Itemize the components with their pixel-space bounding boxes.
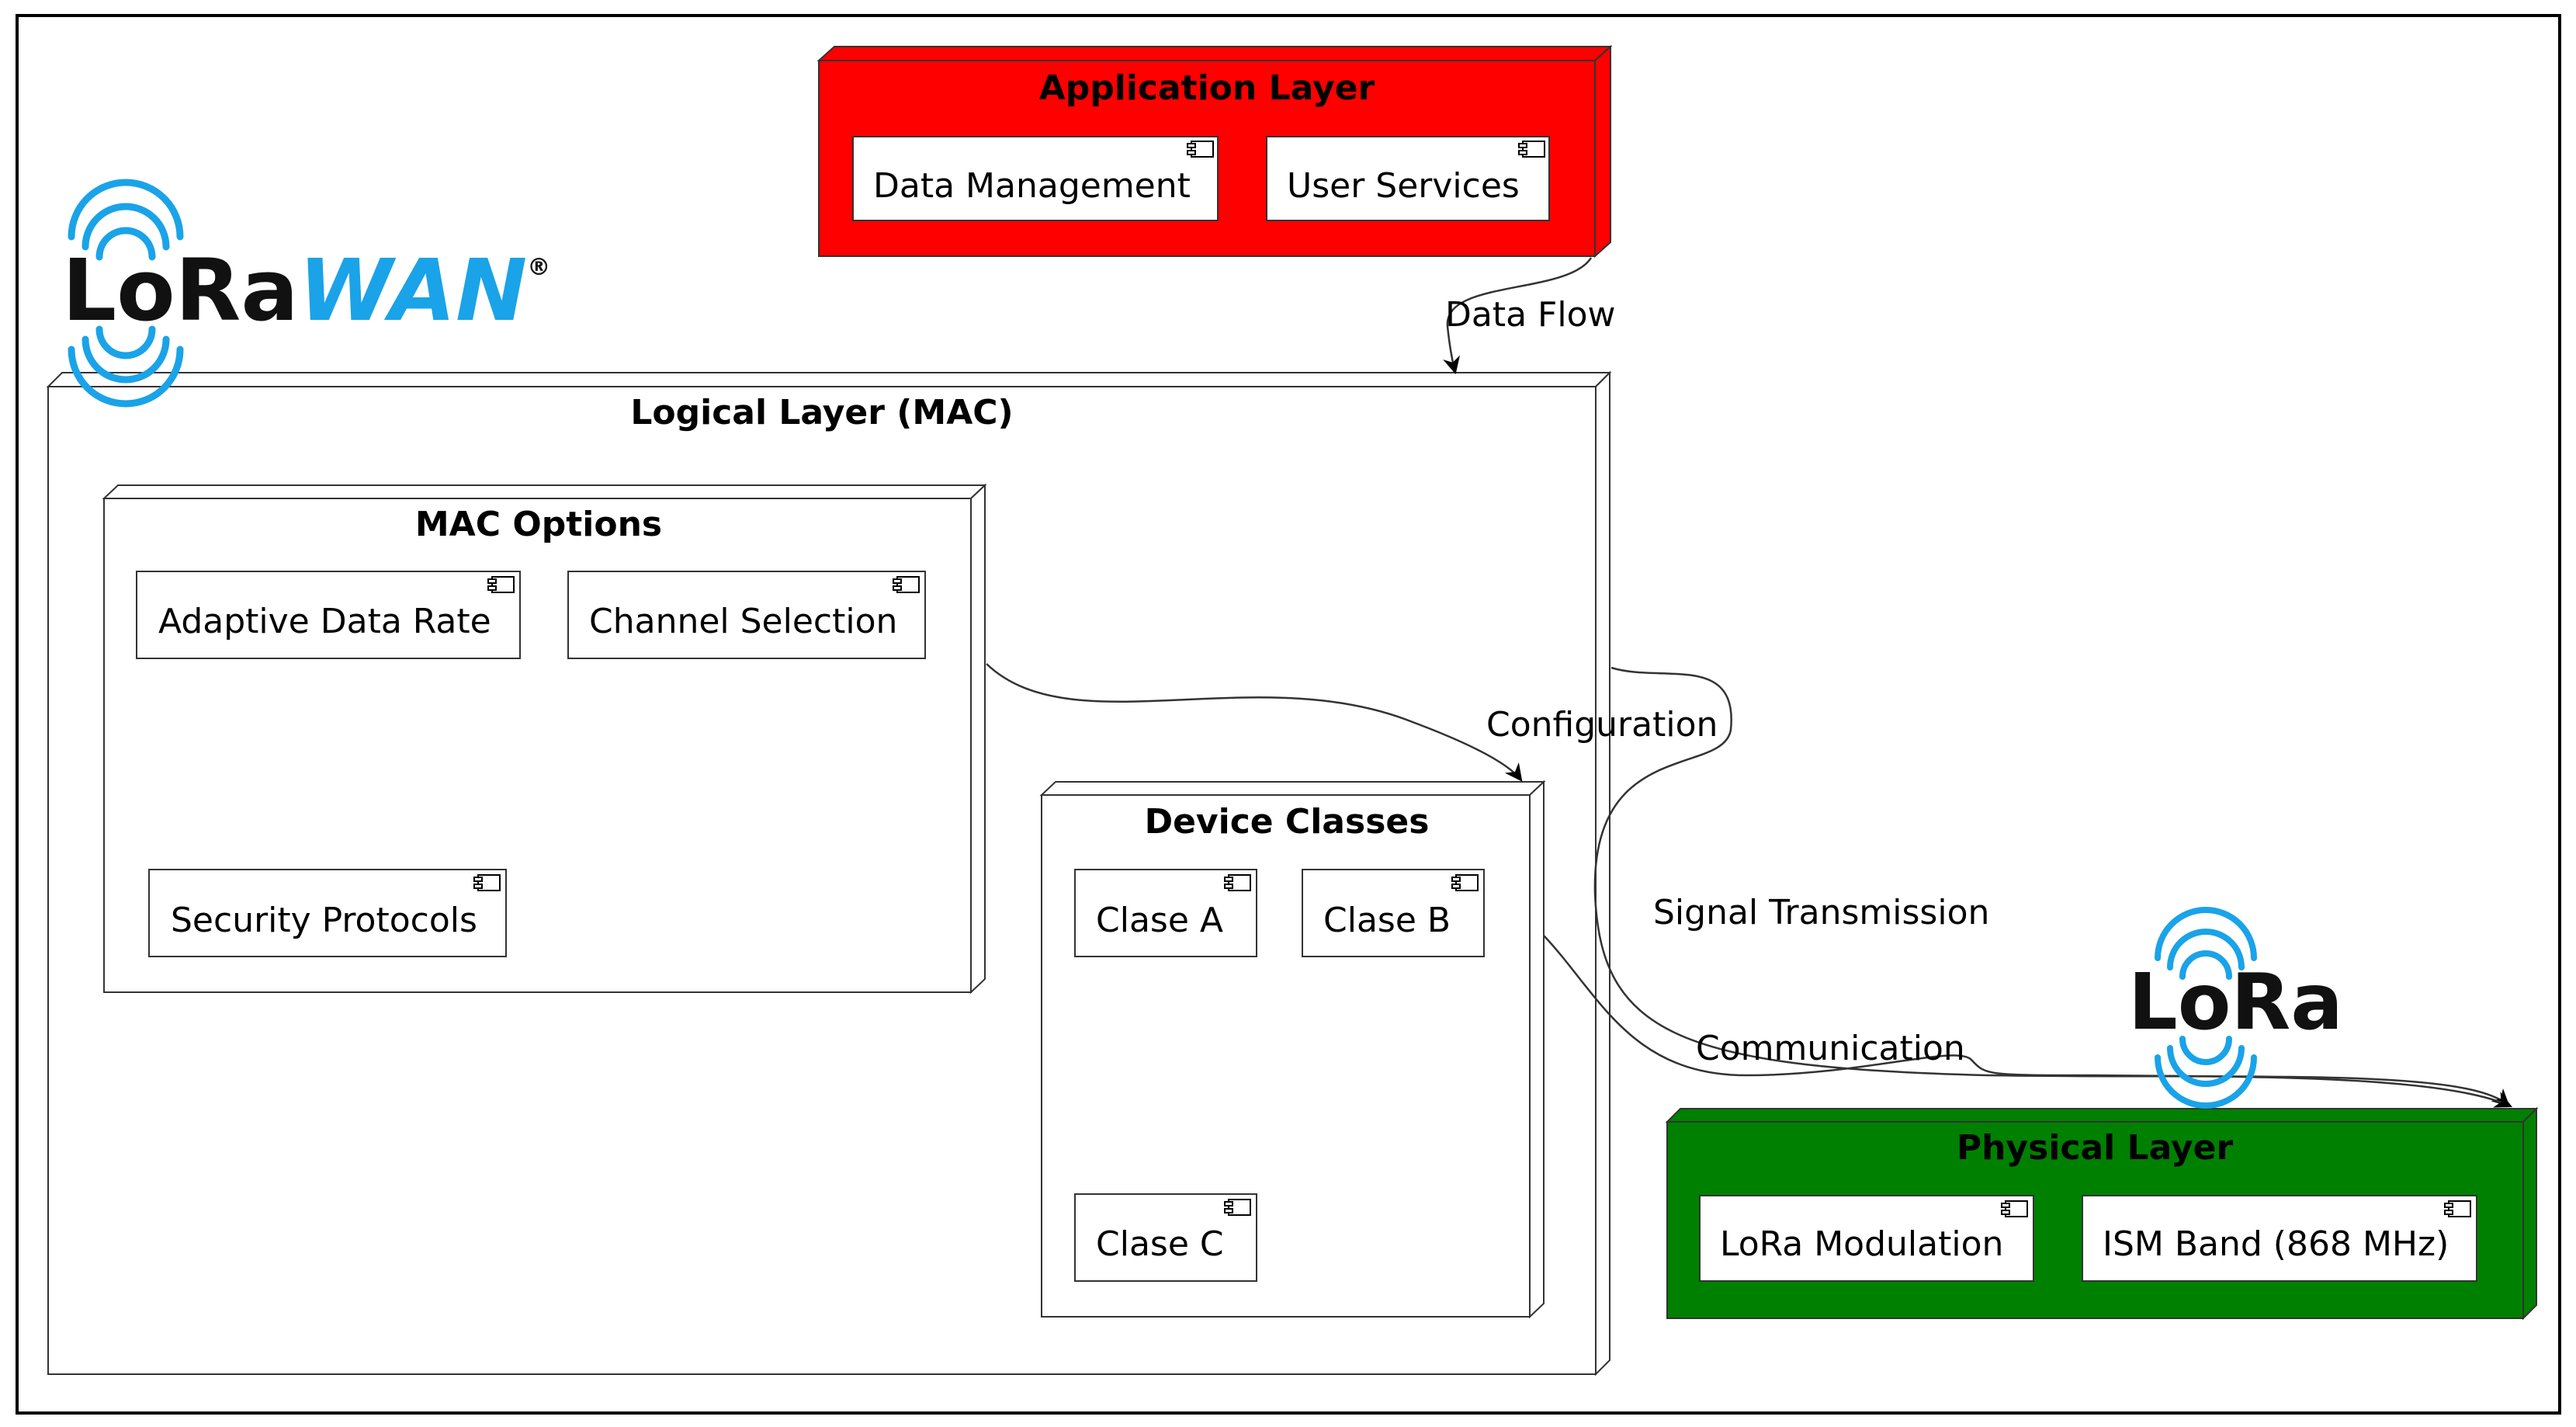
- signal-waves-icon: [68, 179, 184, 408]
- component-label: Data Management: [873, 166, 1191, 206]
- lora-logo: LoRa: [2128, 907, 2343, 1109]
- lorawan-logo-text: LoRaWAN®: [62, 241, 550, 340]
- component-icon: [1451, 874, 1479, 891]
- mac-options-title: MAC Options: [415, 505, 662, 544]
- mac-options-side-face: [970, 483, 986, 995]
- component-label: ISM Band (868 MHz): [2103, 1224, 2449, 1264]
- component-adaptive-data-rate[interactable]: Adaptive Data Rate: [136, 571, 521, 659]
- mac-options-node[interactable]: MAC Options Adaptive Data Rate Channel S…: [102, 483, 987, 995]
- physical-layer-side-face: [2522, 1106, 2537, 1321]
- edge-label-configuration: Configuration: [1486, 705, 1718, 745]
- component-icon: [473, 874, 501, 891]
- component-channel-selection[interactable]: Channel Selection: [567, 571, 926, 659]
- mac-options-top-face: [102, 484, 987, 499]
- logical-layer-title: Logical Layer (MAC): [630, 393, 1013, 432]
- lora-logo-text: LoRa: [2128, 957, 2343, 1047]
- physical-layer-top-face: [1665, 1108, 2539, 1123]
- component-icon: [1224, 874, 1251, 891]
- component-user-services[interactable]: User Services: [1266, 136, 1550, 221]
- edge-signal-transmission: [1593, 666, 2510, 1107]
- component-clase-a[interactable]: Clase A: [1074, 869, 1257, 957]
- component-clase-b[interactable]: Clase B: [1302, 869, 1485, 957]
- component-label: User Services: [1287, 166, 1520, 206]
- logical-layer-top-face: [46, 372, 1612, 387]
- physical-layer-node[interactable]: Physical Layer LoRa Modulation ISM Band …: [1665, 1106, 2539, 1321]
- component-security-protocols[interactable]: Security Protocols: [148, 869, 507, 957]
- component-clase-c[interactable]: Clase C: [1074, 1193, 1257, 1282]
- edge-label-signal-transmission: Signal Transmission: [1653, 893, 1989, 932]
- outer-frame: [16, 14, 2561, 1415]
- component-icon: [1518, 141, 1545, 158]
- component-label: Channel Selection: [589, 602, 897, 641]
- application-layer-side-face: [1594, 44, 1611, 259]
- component-ism-band[interactable]: ISM Band (868 MHz): [2082, 1195, 2477, 1282]
- component-icon: [2001, 1200, 2028, 1217]
- edge-label-data-flow: Data Flow: [1445, 295, 1615, 335]
- device-classes-side-face: [1529, 779, 1545, 1319]
- physical-layer-title: Physical Layer: [1957, 1128, 2234, 1168]
- logical-layer-node[interactable]: Logical Layer (MAC) MAC Options Adaptive…: [46, 370, 1612, 1377]
- component-label: Adaptive Data Rate: [158, 602, 491, 641]
- device-classes-top-face: [1039, 781, 1546, 796]
- application-layer-node[interactable]: Application Layer Data Management User S…: [816, 44, 1613, 259]
- component-lora-modulation[interactable]: LoRa Modulation: [1699, 1195, 2034, 1282]
- component-icon: [1187, 141, 1214, 158]
- lorawan-logo: LoRaWAN®: [62, 179, 550, 408]
- device-classes-title: Device Classes: [1145, 802, 1430, 842]
- edge-data-flow: [1443, 257, 1593, 375]
- edge-configuration: [986, 663, 1523, 782]
- logical-layer-side-face: [1595, 370, 1610, 1377]
- component-label: LoRa Modulation: [1720, 1224, 2003, 1264]
- component-label: Clase C: [1096, 1224, 1224, 1264]
- component-data-management[interactable]: Data Management: [852, 136, 1219, 221]
- device-classes-node[interactable]: Device Classes Clase A Clase B Clase C: [1039, 779, 1546, 1319]
- component-icon: [1224, 1199, 1251, 1216]
- edge-communication: [1543, 935, 2513, 1108]
- component-label: Clase B: [1323, 901, 1451, 940]
- component-icon: [2444, 1200, 2471, 1217]
- application-layer-top-face: [816, 46, 1613, 61]
- component-label: Clase A: [1096, 901, 1223, 940]
- signal-waves-icon: [2155, 907, 2257, 1109]
- edge-label-communication: Communication: [1696, 1029, 1965, 1068]
- component-label: Security Protocols: [171, 901, 477, 940]
- component-icon: [487, 576, 515, 593]
- component-icon: [893, 576, 920, 593]
- application-layer-title: Application Layer: [1039, 68, 1375, 108]
